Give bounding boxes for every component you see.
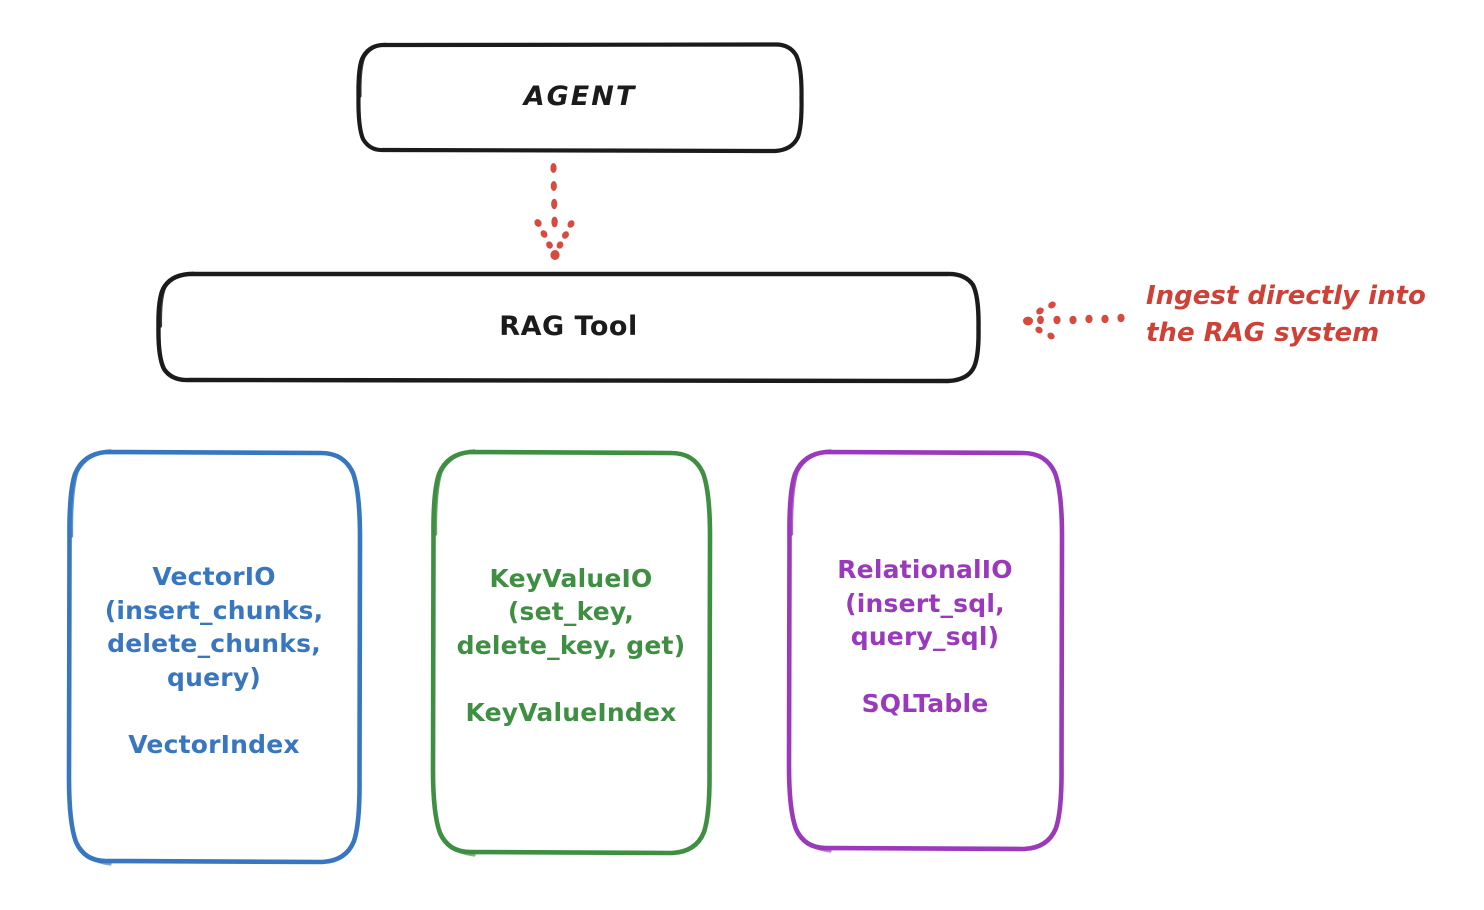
node-vector-io[interactable]: VectorIO (insert_chunks, delete_chunks, … xyxy=(66,448,363,867)
agent-label: AGENT xyxy=(523,81,637,113)
rag-tool-label: RAG Tool xyxy=(499,310,638,342)
key-value-io-label: KeyValueIO (set_key, delete_key, get) Ke… xyxy=(456,563,686,727)
node-rag-tool[interactable]: RAG Tool xyxy=(155,270,982,384)
node-agent[interactable]: AGENT xyxy=(355,41,805,154)
vector-io-label: VectorIO (insert_chunks, delete_chunks, … xyxy=(104,562,324,759)
ingest-annotation-arrow xyxy=(1023,301,1125,340)
edge-agent-to-rag-tool-arrow xyxy=(534,163,575,260)
node-key-value-io[interactable]: KeyValueIO (set_key, delete_key, get) Ke… xyxy=(430,448,713,857)
node-relational-io[interactable]: RelationalIO (insert_sql, query_sql) SQL… xyxy=(786,448,1065,853)
ingest-annotation-text: Ingest directly into the RAG system xyxy=(1146,281,1426,348)
relational-io-label: RelationalIO (insert_sql, query_sql) SQL… xyxy=(837,555,1013,719)
